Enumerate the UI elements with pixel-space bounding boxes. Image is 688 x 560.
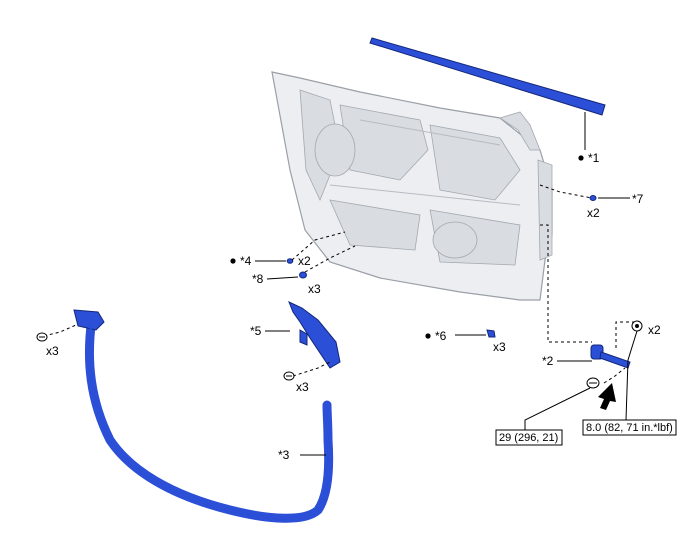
nut-torque-leader bbox=[625, 330, 638, 421]
svg-text:8.0 (82, 71 in.*lbf): 8.0 (82, 71 in.*lbf) bbox=[586, 422, 673, 434]
bullet-1 bbox=[578, 155, 584, 161]
part-4-clip bbox=[255, 231, 346, 264]
bolt-torque-leader bbox=[524, 387, 591, 430]
qty-part-8: x3 bbox=[308, 282, 321, 296]
part-8-clip bbox=[266, 245, 356, 280]
direction-arrow-icon bbox=[598, 383, 616, 410]
torque-box-bolt: 29 (296, 21) bbox=[495, 429, 563, 446]
qty-part-7: x2 bbox=[587, 206, 600, 220]
torque-box-nut: 8.0 (82, 71 in.*lbf) bbox=[582, 419, 677, 436]
label-part-4: *4 bbox=[240, 254, 252, 268]
label-part-7: *7 bbox=[632, 192, 644, 206]
qty-left-clip: x3 bbox=[46, 344, 59, 358]
label-part-5: *5 bbox=[250, 324, 262, 338]
clip-left bbox=[36, 332, 48, 342]
part-6-clip bbox=[455, 329, 496, 338]
part-2-check bbox=[540, 224, 636, 384]
svg-text:29 (296, 21): 29 (296, 21) bbox=[499, 432, 558, 444]
label-part-1: *1 bbox=[588, 151, 600, 165]
qty-part-4: x2 bbox=[298, 254, 311, 268]
qty-part-6: x3 bbox=[493, 340, 506, 354]
label-part-3: *3 bbox=[278, 448, 290, 462]
label-part-2: *2 bbox=[542, 354, 554, 368]
part-3-weatherstrip bbox=[43, 309, 334, 523]
door-panel bbox=[271, 71, 553, 301]
qty-part-5-screw: x3 bbox=[296, 380, 309, 394]
bullet-4 bbox=[230, 258, 236, 264]
label-part-6: *6 bbox=[435, 329, 447, 343]
part-7-clip bbox=[539, 184, 630, 201]
part-1-weatherstrip bbox=[369, 37, 606, 150]
bullet-6 bbox=[425, 333, 431, 339]
bolt bbox=[586, 377, 600, 389]
label-part-8: *8 bbox=[252, 272, 264, 286]
screw-part-5 bbox=[283, 371, 295, 381]
qty-nut: x2 bbox=[648, 323, 661, 337]
nut bbox=[631, 320, 643, 332]
part-5-trim bbox=[265, 301, 341, 377]
